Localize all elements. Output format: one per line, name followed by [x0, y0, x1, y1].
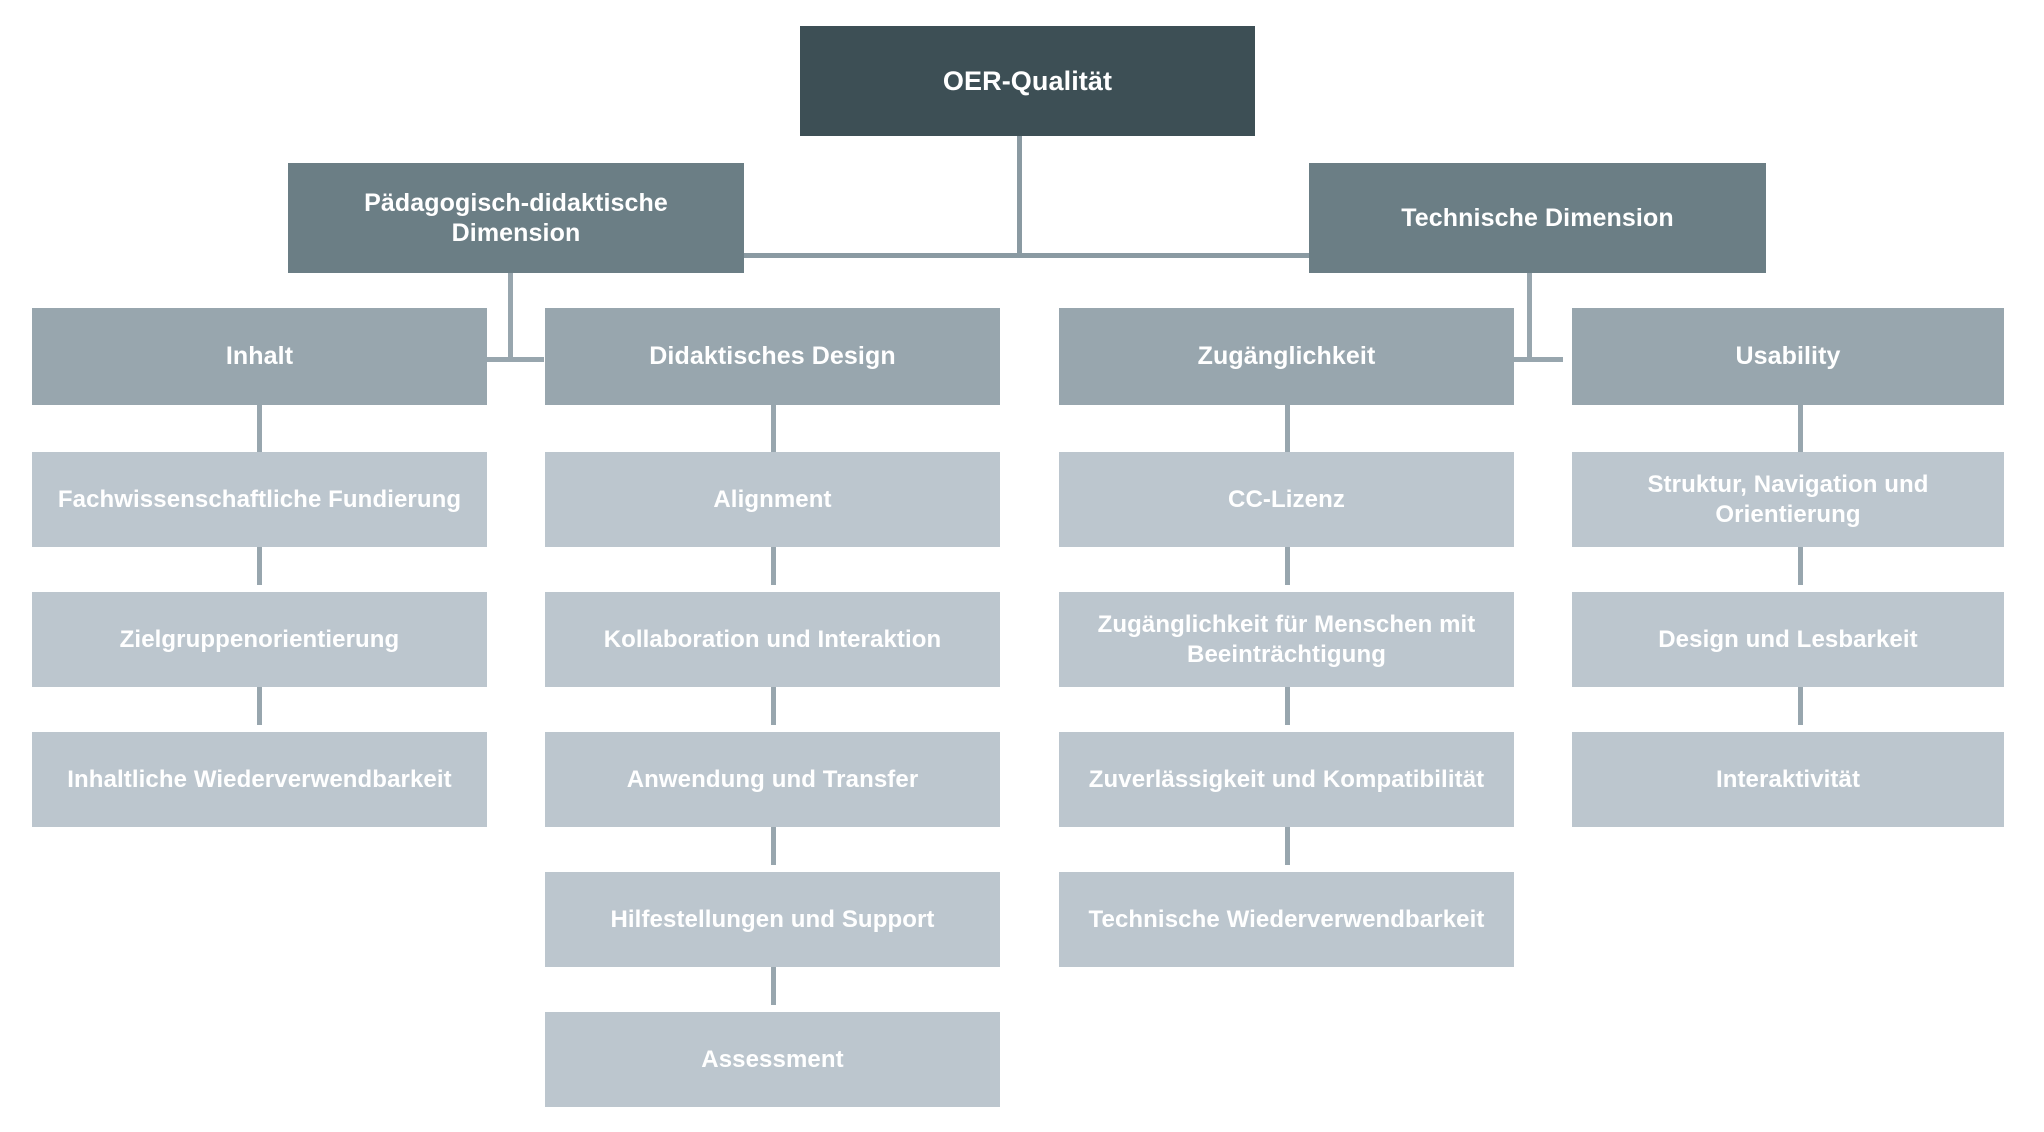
connector-left-category-bridge	[484, 357, 544, 362]
node-dimension-technisch[interactable]: Technische Dimension	[1309, 163, 1766, 273]
node-leaf-kollaboration-und-interaktion[interactable]: Kollaboration und Interaktion	[545, 592, 1000, 687]
node-label: Technische Wiederverwendbarkeit	[1088, 905, 1485, 933]
node-leaf-cc-lizenz[interactable]: CC-Lizenz	[1059, 452, 1514, 547]
connector-col2-seg4	[771, 825, 776, 865]
node-label: Design und Lesbarkeit	[1658, 625, 1918, 653]
node-label: Pädagogisch-didaktische Dimension	[364, 188, 668, 248]
connector-col1-seg3	[257, 685, 262, 725]
node-label: CC-Lizenz	[1228, 485, 1345, 513]
connector-col1-seg2	[257, 545, 262, 585]
node-label: Usability	[1735, 342, 1841, 371]
node-label: OER-Qualität	[942, 65, 1113, 96]
node-category-usability[interactable]: Usability	[1572, 308, 2004, 405]
node-leaf-zugaenglichkeit-fuer-menschen-mit-beeintraechtigung[interactable]: Zugänglichkeit für Menschen mit Beeinträ…	[1059, 592, 1514, 687]
node-leaf-interaktivitaet[interactable]: Interaktivität	[1572, 732, 2004, 827]
node-leaf-technische-wiederverwendbarkeit[interactable]: Technische Wiederverwendbarkeit	[1059, 872, 1514, 967]
node-label: Inhalt	[225, 342, 294, 371]
connector-col1-seg1	[257, 405, 262, 455]
node-label: Alignment	[713, 485, 832, 513]
connector-col3-seg1	[1285, 405, 1290, 455]
connector-root-stem	[1017, 136, 1022, 256]
node-root-oer-qualitaet[interactable]: OER-Qualität	[800, 26, 1255, 136]
node-label: Kollaboration und Interaktion	[603, 625, 942, 653]
connector-col3-seg3	[1285, 685, 1290, 725]
node-leaf-hilfestellungen-und-support[interactable]: Hilfestellungen und Support	[545, 872, 1000, 967]
node-label: Hilfestellungen und Support	[610, 905, 935, 933]
node-label: Zugänglichkeit	[1197, 342, 1376, 371]
node-label: Anwendung und Transfer	[626, 765, 919, 793]
connector-right-category-bridge	[1503, 357, 1563, 362]
node-label: Zuverlässigkeit und Kompatibilität	[1088, 765, 1485, 793]
node-category-zugaenglichkeit[interactable]: Zugänglichkeit	[1059, 308, 1514, 405]
node-label: Fachwissenschaftliche Fundierung	[57, 485, 462, 513]
node-label: Assessment	[701, 1045, 844, 1073]
node-leaf-anwendung-und-transfer[interactable]: Anwendung und Transfer	[545, 732, 1000, 827]
connector-col4-seg3	[1798, 685, 1803, 725]
node-leaf-fachwissenschaftliche-fundierung[interactable]: Fachwissenschaftliche Fundierung	[32, 452, 487, 547]
node-leaf-struktur-navigation-und-orientierung[interactable]: Struktur, Navigation und Orientierung	[1572, 452, 2004, 547]
node-dimension-paedagogisch-didaktisch[interactable]: Pädagogisch-didaktische Dimension	[288, 163, 744, 273]
connector-root-to-right-dimension	[1017, 253, 1309, 258]
connector-col4-seg2	[1798, 545, 1803, 585]
node-label: Zielgruppenorientierung	[119, 625, 400, 653]
connector-col2-seg5	[771, 965, 776, 1005]
node-label: Struktur, Navigation und Orientierung	[1647, 471, 1929, 528]
node-label: Inhaltliche Wiederverwendbarkeit	[67, 765, 452, 793]
node-label: Didaktisches Design	[649, 342, 896, 371]
node-leaf-alignment[interactable]: Alignment	[545, 452, 1000, 547]
connector-col4-seg1	[1798, 405, 1803, 455]
connector-right-dimension-stem	[1527, 272, 1532, 362]
connector-col2-seg1	[771, 405, 776, 455]
node-category-didaktisches-design[interactable]: Didaktisches Design	[545, 308, 1000, 405]
node-leaf-zielgruppenorientierung[interactable]: Zielgruppenorientierung	[32, 592, 487, 687]
node-leaf-inhaltliche-wiederverwendbarkeit[interactable]: Inhaltliche Wiederverwendbarkeit	[32, 732, 487, 827]
connector-col2-seg2	[771, 545, 776, 585]
connector-col3-seg2	[1285, 545, 1290, 585]
node-category-inhalt[interactable]: Inhalt	[32, 308, 487, 405]
node-leaf-design-und-lesbarkeit[interactable]: Design und Lesbarkeit	[1572, 592, 2004, 687]
connector-left-dimension-stem	[508, 272, 513, 362]
connector-col2-seg3	[771, 685, 776, 725]
node-leaf-assessment[interactable]: Assessment	[545, 1012, 1000, 1107]
node-leaf-zuverlaessigkeit-und-kompatibilitaet[interactable]: Zuverlässigkeit und Kompatibilität	[1059, 732, 1514, 827]
node-label: Zugänglichkeit für Menschen mit Beeinträ…	[1097, 611, 1476, 668]
node-label: Interaktivität	[1715, 765, 1861, 793]
connector-col3-seg4	[1285, 825, 1290, 865]
node-label: Technische Dimension	[1401, 203, 1674, 232]
